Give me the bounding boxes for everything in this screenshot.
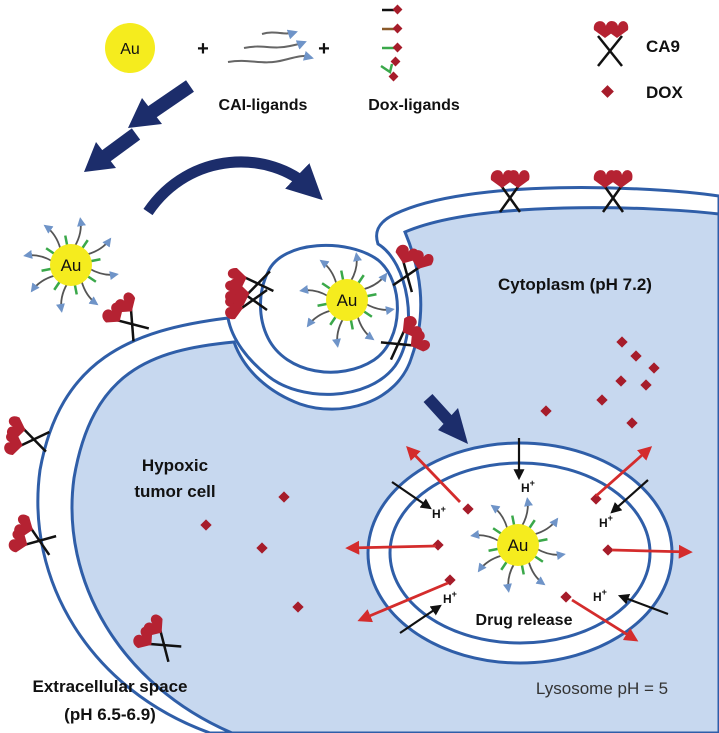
ca9-receptor-8 bbox=[8, 514, 57, 556]
extracellular-label-line2: (pH 6.5-6.9) bbox=[64, 705, 156, 724]
navy-arrow-1 bbox=[128, 80, 194, 128]
proton-labels: H+ H+ H+ H+ H+ bbox=[432, 478, 613, 606]
legend: CA9 DOX bbox=[593, 21, 684, 102]
tumor-cell bbox=[36, 186, 719, 733]
nanoparticle-endocytosis: Au bbox=[299, 252, 395, 348]
drug-release-label: Drug release bbox=[476, 612, 573, 629]
proton-influx-arrow-3 bbox=[610, 479, 649, 514]
nanoparticle-lysosome: Au bbox=[470, 497, 566, 593]
gold-label-reagent: Au bbox=[120, 41, 140, 58]
region-labels: Cytoplasm (pH 7.2) Hypoxic tumor cell Ex… bbox=[33, 275, 669, 724]
release-arrow-2 bbox=[345, 540, 437, 555]
release-arrow-3 bbox=[357, 581, 449, 623]
release-arrow-6 bbox=[571, 598, 639, 642]
extracellular-label-line1: Extracellular space bbox=[33, 677, 188, 696]
ca9-receptor-2 bbox=[593, 170, 633, 213]
nanoparticle-lysosome-label: Au bbox=[508, 536, 529, 555]
dox-legend-icon bbox=[601, 85, 614, 98]
ca9-legend-icon bbox=[593, 21, 629, 67]
dox-molecule-16 bbox=[602, 544, 614, 556]
dox-molecule-17 bbox=[560, 591, 572, 603]
dox-molecule-3 bbox=[648, 362, 660, 374]
lysosome-label: Lysosome pH = 5 bbox=[536, 679, 668, 698]
plus-sign-1: + bbox=[197, 38, 209, 60]
dox-molecule-13 bbox=[462, 503, 474, 515]
dox-molecule-1 bbox=[616, 336, 628, 348]
proton-label-2: H+ bbox=[432, 504, 446, 521]
nanoparticle-extracellular: Au bbox=[23, 217, 119, 313]
ca9-legend-label: CA9 bbox=[646, 37, 680, 56]
dox-ligands-label: Dox-ligands bbox=[368, 97, 460, 114]
dox-molecules bbox=[200, 336, 660, 613]
gold-nanoparticle-reagent bbox=[105, 23, 155, 73]
dox-molecule-11 bbox=[256, 542, 268, 554]
hypoxic-label-line2: tumor cell bbox=[134, 482, 215, 501]
nanoparticle-endocytosis-label: Au bbox=[337, 291, 358, 310]
dox-molecule-14 bbox=[432, 539, 444, 551]
dox-molecule-18 bbox=[590, 493, 602, 505]
nanoparticle-extracellular-label: Au bbox=[61, 256, 82, 275]
release-arrow-4 bbox=[595, 446, 653, 498]
ca9-receptors bbox=[4, 170, 633, 663]
dox-ligands-icon bbox=[380, 4, 403, 82]
ca9-receptor-9 bbox=[133, 614, 182, 663]
cai-ligands-icon bbox=[227, 29, 314, 64]
ca9-receptor-5 bbox=[392, 244, 434, 293]
dox-molecule-4 bbox=[640, 379, 652, 391]
dox-molecule-2 bbox=[630, 350, 642, 362]
release-arrow-5 bbox=[611, 544, 693, 559]
release-arrow-1 bbox=[406, 445, 462, 503]
ca9-receptor-3 bbox=[102, 292, 150, 342]
curved-uptake-arrow bbox=[143, 156, 323, 216]
proton-influx-arrow-2 bbox=[391, 481, 432, 510]
dox-molecule-5 bbox=[615, 375, 627, 387]
dox-molecule-6 bbox=[596, 394, 608, 406]
proton-influx-arrow-4 bbox=[399, 604, 442, 634]
plus-sign-2: + bbox=[318, 38, 330, 60]
proton-influx-arrow-5 bbox=[617, 593, 669, 616]
dox-molecule-10 bbox=[200, 519, 212, 531]
navy-arrow-2 bbox=[84, 128, 141, 172]
reagents-row: Au + + CAI-ligands Dox-ligands bbox=[105, 4, 460, 114]
proton-label-5: H+ bbox=[593, 587, 607, 604]
navy-arrow-to-lysosome bbox=[423, 393, 468, 444]
ca9-receptor-7 bbox=[4, 416, 50, 455]
ca9-receptor-6 bbox=[380, 316, 430, 361]
dox-molecule-7 bbox=[626, 417, 638, 429]
ca9-receptor-10 bbox=[227, 268, 274, 307]
proton-label-4: H+ bbox=[443, 589, 457, 606]
dox-molecule-8 bbox=[540, 405, 552, 417]
cytoplasm-label: Cytoplasm (pH 7.2) bbox=[498, 275, 652, 294]
lysosome-arrows bbox=[345, 438, 693, 642]
process-arrows bbox=[84, 80, 468, 444]
hypoxic-label-line1: Hypoxic bbox=[142, 456, 208, 475]
dox-legend-label: DOX bbox=[646, 83, 684, 102]
proton-label-3: H+ bbox=[599, 513, 613, 530]
dox-molecule-9 bbox=[278, 491, 290, 503]
ca9-receptor-1 bbox=[490, 170, 530, 213]
dox-molecule-12 bbox=[292, 601, 304, 613]
proton-label-1: H+ bbox=[521, 478, 535, 495]
cai-ligands-label: CAI-ligands bbox=[219, 97, 308, 114]
